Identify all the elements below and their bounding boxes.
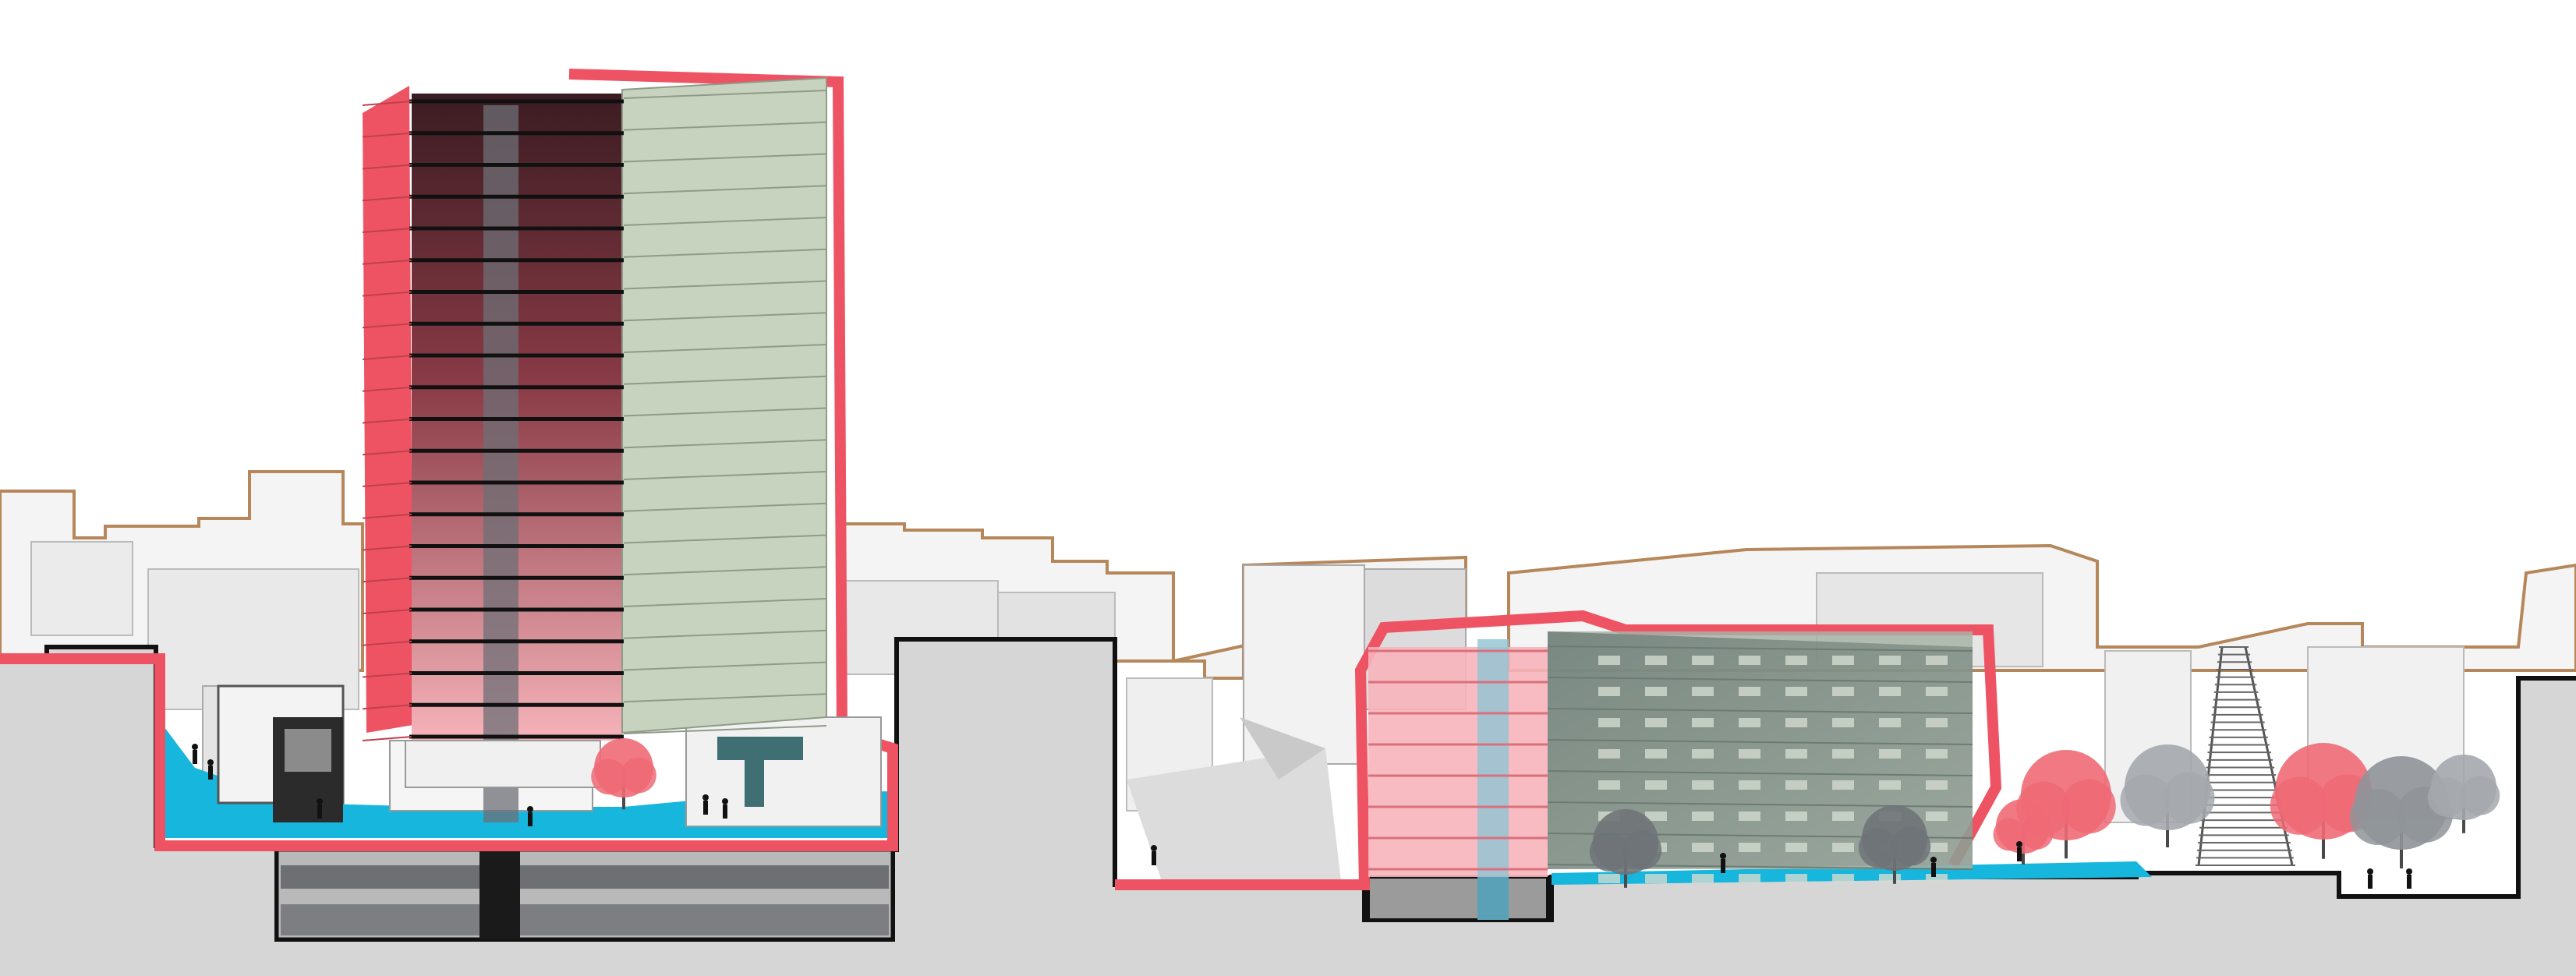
person-icon: [317, 798, 323, 819]
tower: [362, 76, 827, 822]
tree-icon: [1993, 799, 2054, 865]
person-icon: [207, 759, 214, 780]
tower-floors: [409, 99, 624, 739]
tree-icon: [1858, 805, 1931, 884]
red-boundary-left: [0, 69, 898, 851]
person-icon: [702, 794, 709, 815]
tree-icon: [2427, 755, 2500, 833]
tree-icon: [2120, 744, 2215, 847]
basement: [274, 847, 1549, 942]
tower-core: [483, 105, 518, 822]
railway: [2196, 646, 2295, 866]
person-icon: [1930, 857, 1937, 877]
person-icon: [1720, 853, 1726, 873]
trees: [591, 738, 2500, 888]
person-icon: [2016, 841, 2022, 861]
tree-icon: [2350, 756, 2453, 868]
person-icon: [2406, 868, 2412, 889]
person-icon: [2367, 868, 2373, 889]
midrise-core: [1477, 639, 1509, 877]
ground-cut: [0, 639, 2576, 976]
red-boundary-right: [1115, 610, 2002, 890]
person-icon: [192, 744, 198, 764]
person-icon: [527, 806, 533, 826]
tower-red-facade: [363, 86, 413, 733]
people: [192, 744, 2412, 889]
tree-icon: [591, 738, 656, 810]
tree-icon: [1589, 809, 1662, 888]
person-icon: [1151, 845, 1157, 865]
rail-track-icon: [2196, 646, 2295, 866]
tower-facade-lines: [362, 90, 827, 741]
person-icon: [722, 798, 728, 819]
